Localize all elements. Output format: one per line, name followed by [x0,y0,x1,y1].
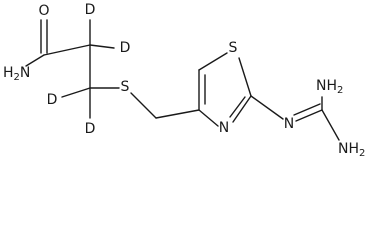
bond-c1-c2 [43,44,91,56]
atom-sulfur-thioether: S [121,79,130,95]
bond-amide-n [25,54,45,67]
bond-cg-nh2-bottom [321,109,340,141]
bond-c2-nimine [250,95,284,120]
atom-guanidine-nh2-top-main: NH [316,78,337,94]
bond-s1-c2 [238,57,252,97]
atom-guanidine-nh2-bottom-main: NH [338,141,359,157]
atom-amide-nh2-sub: 2 [14,72,20,83]
atom-nitrogen-imine: N [284,116,294,132]
atom-amide-nh2: H2N [3,65,30,83]
bond-c2-n3 [232,95,252,123]
atom-guanidine-nh2-top: NH2 [316,78,343,96]
bond-nimine-cg-1 [295,109,323,122]
bonds [25,19,340,141]
bond-c5-s1 [198,52,228,71]
atom-guanidine-nh2-bottom: NH2 [338,141,365,158]
chemical-structure-diagram: O H2N D D D D S S N N NH2 NH2 [3,2,365,158]
atom-guanidine-nh2-bottom-sub: 2 [359,148,365,158]
atom-labels: O H2N D D D D S S N N NH2 NH2 [3,2,365,158]
bond-c3-d3 [61,87,91,98]
bond-c2-n3-inner [229,96,246,118]
atom-amide-nh2-h: H [3,65,14,81]
bond-n3-c4 [198,109,219,127]
bond-ch2-c4 [155,109,200,119]
atom-amide-nh2-n: N [20,65,30,81]
atom-nitrogen-ring: N [219,120,229,136]
atom-oxygen: O [38,3,49,19]
atom-deuterium-1: D [85,2,96,18]
atom-sulfur-ring: S [229,40,238,56]
bond-s-ch2 [130,92,157,119]
bond-c2-d2 [89,44,115,49]
atom-deuterium-2: D [120,40,131,56]
bond-nimine-cg-2 [293,103,321,116]
atom-guanidine-nh2-top-sub: 2 [337,85,343,96]
atom-deuterium-4: D [85,121,96,137]
atom-deuterium-3: D [47,92,58,108]
